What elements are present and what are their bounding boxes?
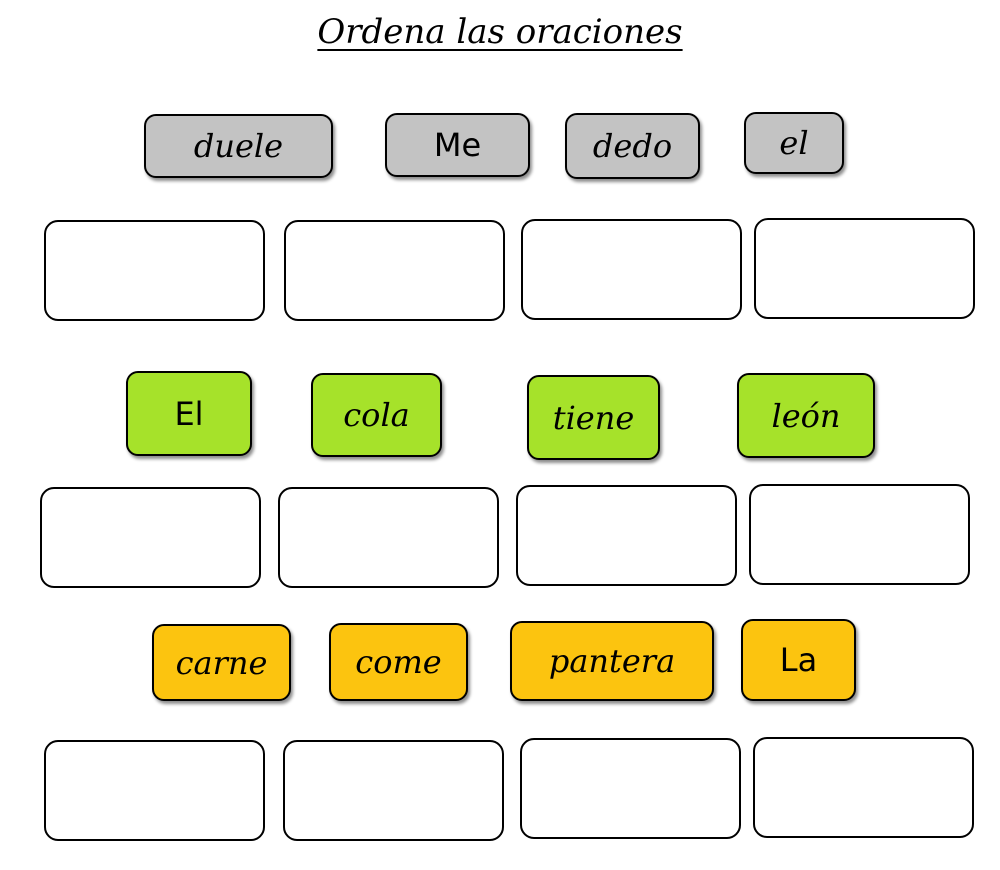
page-title: Ordena las oraciones [317, 12, 683, 52]
answer-slot[interactable] [520, 738, 741, 839]
answer-slot[interactable] [516, 485, 737, 586]
word-chip[interactable]: carne [152, 624, 291, 701]
answer-slot[interactable] [749, 484, 970, 585]
word-chip[interactable]: tiene [527, 375, 660, 460]
answer-slot[interactable] [40, 487, 261, 588]
word-chip[interactable]: pantera [510, 621, 714, 701]
answer-slot[interactable] [521, 219, 742, 320]
word-chip[interactable]: La [741, 619, 856, 701]
word-chip[interactable]: duele [144, 114, 333, 178]
word-chip[interactable]: dedo [565, 113, 700, 179]
answer-slot[interactable] [283, 740, 504, 841]
answer-slot[interactable] [754, 218, 975, 319]
word-chip[interactable]: el [744, 112, 844, 174]
word-chip[interactable]: El [126, 371, 252, 456]
word-chip[interactable]: come [329, 623, 468, 701]
answer-slot[interactable] [284, 220, 505, 321]
word-chip[interactable]: león [737, 373, 875, 458]
word-chip[interactable]: Me [385, 113, 530, 177]
answer-slot[interactable] [753, 737, 974, 838]
answer-slot[interactable] [44, 740, 265, 841]
word-chip[interactable]: cola [311, 373, 442, 457]
answer-slot[interactable] [44, 220, 265, 321]
answer-slot[interactable] [278, 487, 499, 588]
